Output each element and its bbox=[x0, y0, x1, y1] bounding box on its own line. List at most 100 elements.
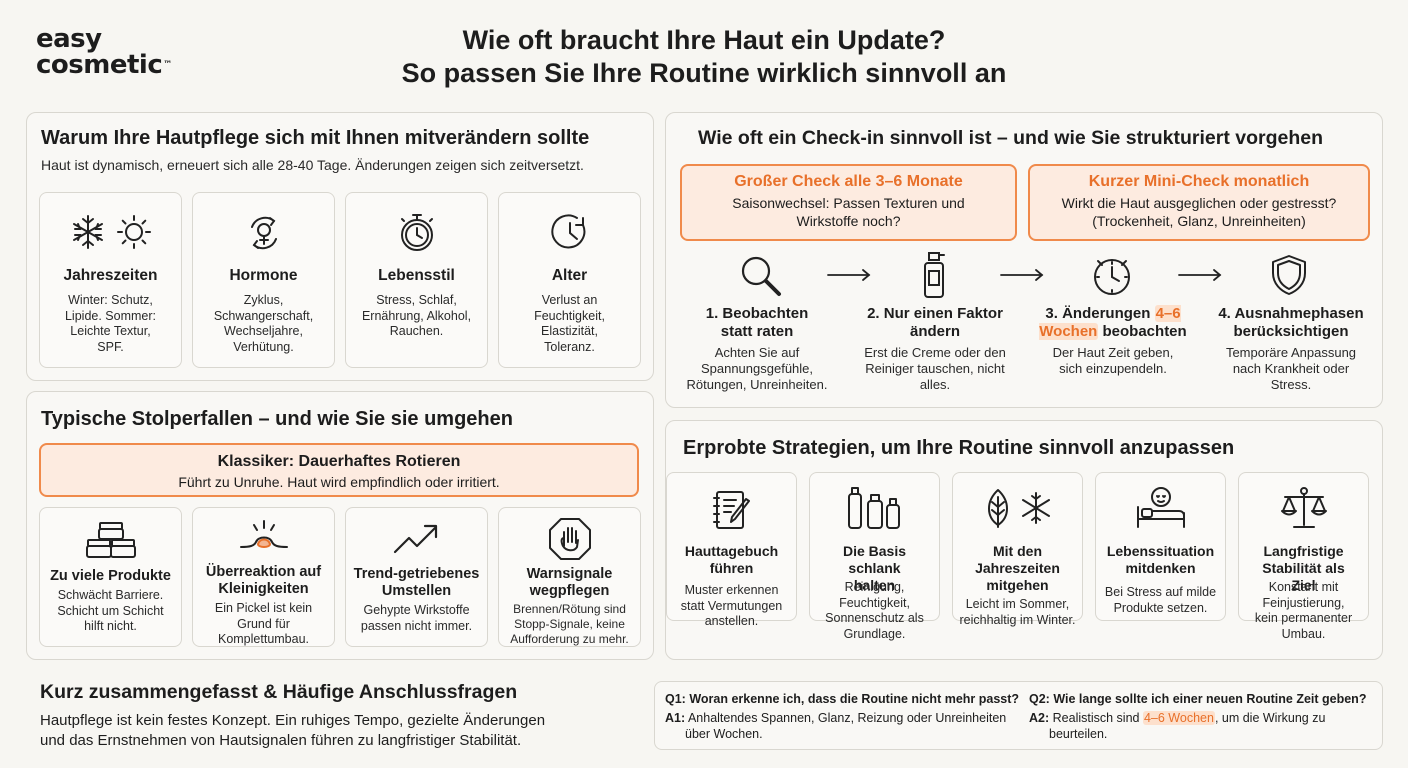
logo-word: cosmetic bbox=[36, 50, 163, 80]
why-card-seasons: Jahreszeiten Winter: Schutz, Lipide. Som… bbox=[39, 192, 182, 368]
step-title: 4. Ausnahmephasen berücksichtigen bbox=[1218, 305, 1364, 340]
faq-q2-label: Q2: bbox=[1029, 692, 1050, 706]
faq-a2-highlight: 4–6 Wochen bbox=[1142, 711, 1215, 725]
faq-a2-answer: Realistisch sind bbox=[1052, 711, 1143, 725]
strategy-desc: Konstant mit Feinjustierung, kein perman… bbox=[1254, 580, 1353, 641]
pitfall-card: Trend-getriebenes Umstellen Gehypte Wirk… bbox=[345, 507, 488, 647]
step-title-part: 3. Änderungen bbox=[1045, 305, 1155, 322]
why-card-desc: Winter: Schutz, Lipide. Sommer: Leichte … bbox=[64, 293, 156, 354]
arrow-right-icon bbox=[999, 268, 1045, 282]
logo-line-1: easy bbox=[36, 24, 102, 54]
checkin-panel-title: Wie oft ein Check-in sinnvoll ist – und … bbox=[698, 127, 1324, 149]
why-panel-subtitle: Haut ist dynamisch, erneuert sich alle 2… bbox=[41, 157, 584, 173]
pitfall-card: Überreaktion auf Kleinigkeiten Ein Picke… bbox=[192, 507, 335, 647]
mini-check-title: Kurzer Mini-Check monatlich bbox=[1088, 173, 1310, 190]
why-card-age: Alter Verlust an Feuchtigkeit, Elastizit… bbox=[498, 192, 641, 368]
faq-q1-question: Woran erkenne ich, dass die Routine nich… bbox=[689, 692, 1020, 706]
pimple-icon bbox=[238, 518, 290, 558]
snowflake-icon bbox=[69, 213, 107, 251]
faq-q1-label: Q1: bbox=[665, 692, 686, 706]
bottles-icon bbox=[845, 485, 905, 531]
strategy-card: Hauttagebuch führen Muster erkennen stat… bbox=[666, 472, 797, 628]
why-card-title: Lebensstil bbox=[378, 267, 455, 284]
pitfall-title: Warnsignale wegpflegen bbox=[526, 566, 613, 599]
strategy-desc: Bei Stress auf milde Produkte setzen. bbox=[1104, 585, 1217, 615]
arrow-right-icon bbox=[1177, 268, 1223, 282]
strategy-card: Mit den Jahreszeiten mitgehen Leicht im … bbox=[952, 472, 1083, 627]
step-3: 3. Änderungen 4–6 Wochen beobachten Der … bbox=[1028, 305, 1198, 377]
pitfall-card: Zu viele Produkte Schwächt Barriere. Sch… bbox=[39, 507, 182, 647]
journal-icon bbox=[709, 487, 755, 533]
faq-a1-answer-cont: über Wochen. bbox=[685, 727, 763, 741]
why-card-desc: Verlust an Feuchtigkeit, Elastizität, To… bbox=[534, 293, 605, 354]
brand-logo: easy cosmetic™ bbox=[36, 26, 172, 78]
trend-arrow-icon bbox=[391, 518, 443, 558]
why-card-desc: Stress, Schlaf, Ernährung, Alkohol, Rauc… bbox=[361, 293, 472, 338]
strategy-title: Die Basis schlank halten bbox=[842, 543, 907, 593]
step-2: 2. Nur einen Faktor ändern Erst die Crem… bbox=[852, 305, 1018, 393]
pitfall-title: Trend-getriebenes Umstellen bbox=[353, 566, 480, 599]
strategy-title: Mit den Jahreszeiten mitgehen bbox=[975, 543, 1060, 593]
why-panel: Warum Ihre Hautpflege sich mit Ihnen mit… bbox=[26, 112, 654, 381]
faq-q2: Q2: Wie lange sollte ich einer neuen Rou… bbox=[1029, 691, 1379, 742]
logo-line-2: cosmetic™ bbox=[36, 52, 172, 78]
faq-a2-label: A2: bbox=[1029, 711, 1050, 725]
pitfall-title: Überreaktion auf Kleinigkeiten bbox=[205, 564, 322, 597]
bottle-icon bbox=[919, 251, 949, 299]
strategy-desc: Muster erkennen statt Vermutungen anstel… bbox=[680, 583, 783, 628]
why-card-hormones: Hormone Zyklus, Schwangerschaft, Wechsel… bbox=[192, 192, 335, 368]
classic-pitfall-title: Klassiker: Dauerhaftes Rotieren bbox=[217, 453, 461, 470]
arrow-right-icon bbox=[826, 268, 872, 282]
step-desc: Erst die Creme oder den Reiniger tausche… bbox=[864, 345, 1006, 392]
why-card-title: Alter bbox=[551, 267, 588, 284]
strategy-title: Hauttagebuch führen bbox=[684, 543, 779, 576]
shield-icon bbox=[1269, 253, 1309, 297]
scale-icon bbox=[1279, 485, 1329, 531]
leaf-snowflake-icon bbox=[982, 487, 1054, 529]
mini-check-desc: Wirkt die Haut ausgeglichen oder gestres… bbox=[1061, 195, 1337, 229]
pitfalls-panel-title: Typische Stolperfallen – und wie Sie sie… bbox=[41, 408, 513, 430]
faq-box: Q1: Woran erkenne ich, dass die Routine … bbox=[654, 681, 1383, 750]
classic-pitfall-desc: Führt zu Unruhe. Haut wird empfindlich o… bbox=[178, 474, 500, 490]
classic-pitfall-box: Klassiker: Dauerhaftes Rotieren Führt zu… bbox=[39, 443, 639, 497]
step-desc: Temporäre Anpassung nach Krankheit oder … bbox=[1225, 345, 1357, 392]
strategy-desc: Leicht im Sommer, reichhaltig im Winter. bbox=[959, 597, 1076, 627]
summary-title: Kurz zusammengefasst & Häufige Anschluss… bbox=[40, 681, 518, 703]
page-title-line-2: So passen Sie Ihre Routine wirklich sinn… bbox=[401, 58, 1007, 88]
pitfall-desc: Brennen/Rötung sind Stopp-Signale, keine… bbox=[510, 602, 629, 646]
magnifier-icon bbox=[738, 253, 784, 299]
summary-text: Hautpflege ist kein festes Konzept. Ein … bbox=[40, 711, 545, 751]
stopwatch-icon bbox=[397, 211, 437, 253]
page-title-line-1: Wie oft braucht Ihre Haut ein Update? bbox=[462, 25, 946, 55]
step-title: 2. Nur einen Faktor ändern bbox=[867, 305, 1003, 340]
strategy-card: Lebenssituation mitdenken Bei Stress auf… bbox=[1095, 472, 1226, 621]
mini-check-box: Kurzer Mini-Check monatlich Wirkt die Ha… bbox=[1028, 164, 1370, 241]
strategy-card: Die Basis schlank halten Reinigung, Feuc… bbox=[809, 472, 940, 641]
strategy-title: Lebenssituation mitdenken bbox=[1106, 543, 1215, 576]
checkin-panel: Wie oft ein Check-in sinnvoll ist – und … bbox=[665, 112, 1383, 408]
pitfall-desc: Schwächt Barriere. Schicht um Schicht hi… bbox=[57, 588, 164, 633]
faq-q2-question: Wie lange sollte ich einer neuen Routine… bbox=[1053, 692, 1367, 706]
big-check-desc: Saisonwechsel: Passen Texturen und Wirks… bbox=[732, 195, 965, 229]
pitfall-desc: Ein Pickel ist kein Grund für Komplettum… bbox=[214, 601, 313, 646]
page-title: Wie oft braucht Ihre Haut ein Update? So… bbox=[300, 24, 1108, 90]
faq-a1-label: A1: bbox=[665, 711, 686, 725]
step-1: 1. Beobachten statt raten Achten Sie auf… bbox=[674, 305, 840, 393]
strategy-title: Langfristige Stabilität als Ziel bbox=[1262, 543, 1345, 593]
step-title-part: beobachten bbox=[1098, 323, 1187, 340]
hormone-cycle-icon bbox=[244, 213, 284, 253]
step-title: 1. Beobachten statt raten bbox=[705, 305, 809, 340]
clock-icon bbox=[550, 213, 590, 253]
step-title: 3. Änderungen 4–6 Wochen beobachten bbox=[1028, 305, 1198, 341]
strategy-card: Langfristige Stabilität als Ziel Konstan… bbox=[1238, 472, 1369, 641]
summary-line-2: und das Ernstnehmen von Hautsignalen füh… bbox=[40, 732, 522, 749]
pitfall-title: Zu viele Produkte bbox=[50, 568, 171, 584]
why-card-lifestyle: Lebensstil Stress, Schlaf, Ernährung, Al… bbox=[345, 192, 488, 368]
faq-q1: Q1: Woran erkenne ich, dass die Routine … bbox=[665, 691, 1025, 742]
summary-line-1: Hautpflege ist kein festes Konzept. Ein … bbox=[40, 712, 546, 729]
clock-icon bbox=[1090, 253, 1134, 297]
step-desc: Der Haut Zeit geben, sich einzupendeln. bbox=[1052, 345, 1174, 376]
why-card-desc: Zyklus, Schwangerschaft, Wechseljahre, V… bbox=[213, 293, 314, 354]
faq-a2-answer-post: , um die Wirkung zu bbox=[1214, 711, 1326, 725]
strategies-panel: Erprobte Strategien, um Ihre Routine sin… bbox=[665, 420, 1383, 660]
